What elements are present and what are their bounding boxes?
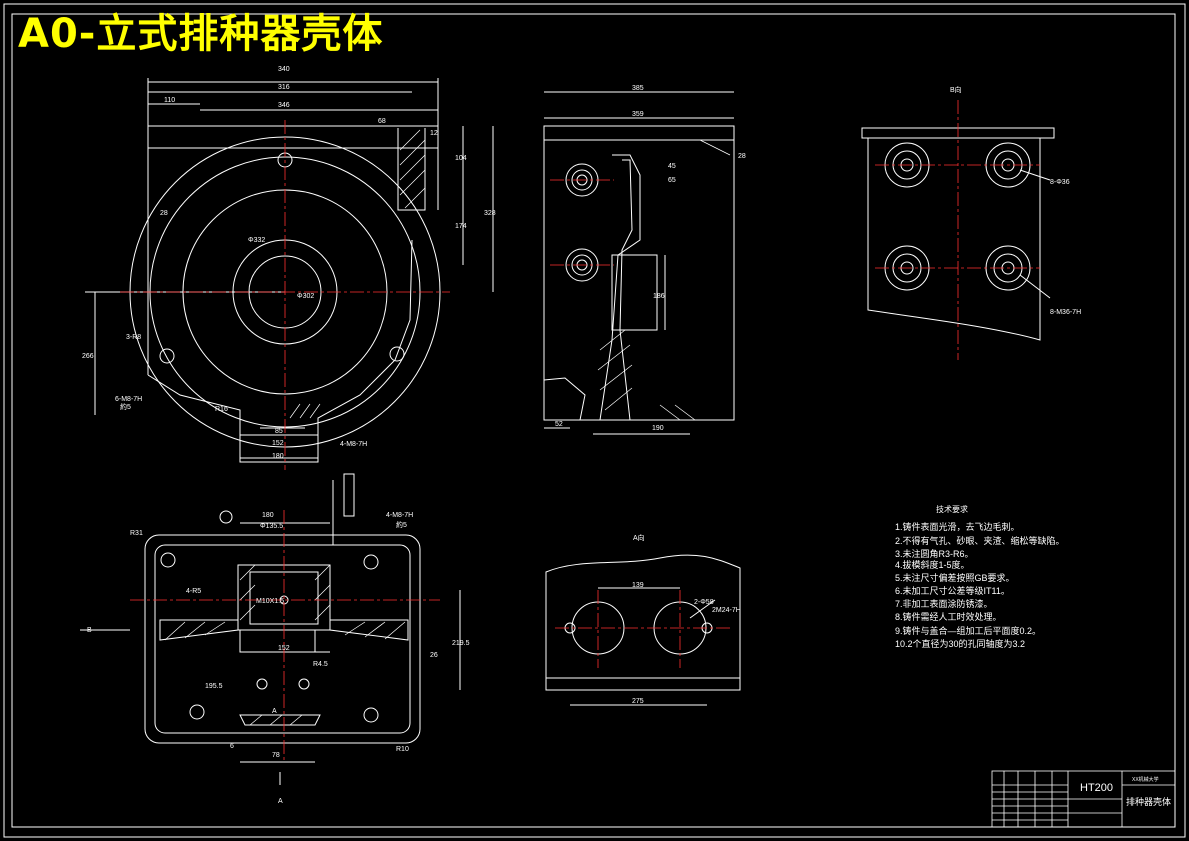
viewa-centerlines — [555, 590, 730, 668]
dim-2m24: 2M24-7H — [712, 607, 741, 614]
dim-26: 26 — [430, 652, 438, 659]
side-centerlines — [550, 179, 614, 266]
tech-item: 2.不得有气孔、砂眼、夹渣、缩松等缺陷。 — [895, 535, 1065, 546]
dim-2-dia58: 2-Φ58 — [694, 599, 714, 606]
dim-r10: R10 — [396, 746, 409, 753]
tech-item: 1.铸件表面光滑，去飞边毛刺。 — [895, 521, 1020, 532]
dim-depth: 約5 — [120, 402, 131, 411]
view-a — [545, 554, 741, 706]
dim-190: 190 — [652, 425, 664, 432]
dim-195: 195.5 — [205, 683, 223, 690]
tech-requirements: 技术要求 1.铸件表面光滑，去飞边毛刺。 2.不得有气孔、砂眼、夹渣、缩松等缺陷… — [895, 504, 1065, 649]
view-b-label: B向 — [950, 85, 962, 94]
label-b-arrow: B — [87, 627, 92, 634]
drawing-title: A0-立式排种器壳体 — [18, 11, 384, 57]
inner-border — [11, 13, 1176, 828]
tech-item: 8.铸件需经人工时效处理。 — [895, 611, 1002, 622]
dim-186: 186 — [653, 293, 665, 300]
dim-4-m8-top: 4-M8-7H — [386, 512, 413, 519]
dim-359: 359 — [632, 111, 644, 118]
tech-item: 6.未加工尺寸公差等级IT11。 — [895, 585, 1010, 596]
dim-68: 68 — [378, 118, 386, 125]
dim-28-side: 28 — [738, 153, 746, 160]
front-view — [85, 78, 494, 463]
dim-r45: R4.5 — [313, 661, 328, 668]
label-a-cut: A — [272, 708, 277, 715]
dim-78: 78 — [272, 752, 280, 759]
dim-4-m8: 4-M8-7H — [340, 441, 367, 448]
dim-104: 104 — [455, 155, 467, 162]
tech-item: 4.拔模斜度1-5度。 — [895, 559, 970, 570]
dim-266: 266 — [82, 353, 94, 360]
outer-border — [3, 3, 1186, 838]
top-view — [80, 473, 461, 785]
dim-4-r5: 4-R5 — [186, 588, 201, 595]
dim-12: 12 — [430, 130, 438, 137]
dim-85: 85 — [275, 428, 283, 435]
dim-m10: M10X1.5 — [256, 598, 284, 605]
dim-316: 316 — [278, 84, 290, 91]
tech-item: 5.未注尺寸偏差按照GB要求。 — [895, 572, 1015, 583]
view-a-label: A向 — [633, 533, 645, 542]
part-name: 排种器壳体 — [1126, 796, 1171, 807]
dim-6-m8: 6-M8-7H — [115, 396, 142, 403]
dim-depth-top: 約5 — [396, 520, 407, 529]
side-view — [543, 91, 735, 435]
dim-174: 174 — [455, 223, 467, 230]
tech-item: 3.未注圆角R3-R6。 — [895, 548, 974, 559]
dim-8-m36: 8-M36-7H — [1050, 309, 1081, 316]
dim-dia135: Φ135.5 — [260, 523, 283, 530]
dim-385: 385 — [632, 85, 644, 92]
dim-328: 328 — [484, 210, 496, 217]
dim-28: 28 — [160, 210, 168, 217]
viewb-centerlines — [875, 100, 1040, 360]
material-label: HT200 — [1080, 782, 1113, 794]
dim-110: 110 — [164, 97, 175, 104]
dim-152-top: 152 — [278, 645, 290, 652]
front-centerlines — [120, 120, 450, 470]
org-name: XX机械大学 — [1132, 776, 1159, 783]
dim-275: 275 — [632, 698, 644, 705]
dim-6: 6 — [230, 743, 234, 750]
dim-r31: R31 — [130, 530, 143, 537]
dim-340: 340 — [278, 66, 290, 73]
label-a-bottom: A — [278, 798, 283, 805]
dim-139: 139 — [632, 582, 644, 589]
tech-heading: 技术要求 — [936, 504, 968, 514]
dim-180: 180 — [272, 453, 284, 460]
dim-52: 52 — [555, 421, 563, 428]
tech-item: 10.2个直径为30的孔同轴度为3.2 — [895, 638, 1025, 649]
dim-219: 219.5 — [452, 640, 470, 647]
dim-dia302: Φ302 — [297, 293, 314, 300]
dim-65: 65 — [668, 177, 676, 184]
dim-3-r8: 3-R8 — [126, 334, 141, 341]
dim-r16: R16 — [215, 406, 228, 413]
tech-item: 9.铸件与盖合—组加工后平面度0.2。 — [895, 625, 1041, 636]
title-block — [991, 770, 1176, 828]
tech-item: 7.非加工表面涂防锈漆。 — [895, 598, 993, 609]
dim-dia332: Φ332 — [248, 237, 265, 244]
dim-45: 45 — [668, 163, 676, 170]
dim-180-top: 180 — [262, 512, 274, 519]
dim-346: 346 — [278, 102, 290, 109]
top-centerlines — [130, 510, 440, 760]
dim-8-dia36: 8-Φ36 — [1050, 179, 1070, 186]
dim-152: 152 — [272, 440, 284, 447]
